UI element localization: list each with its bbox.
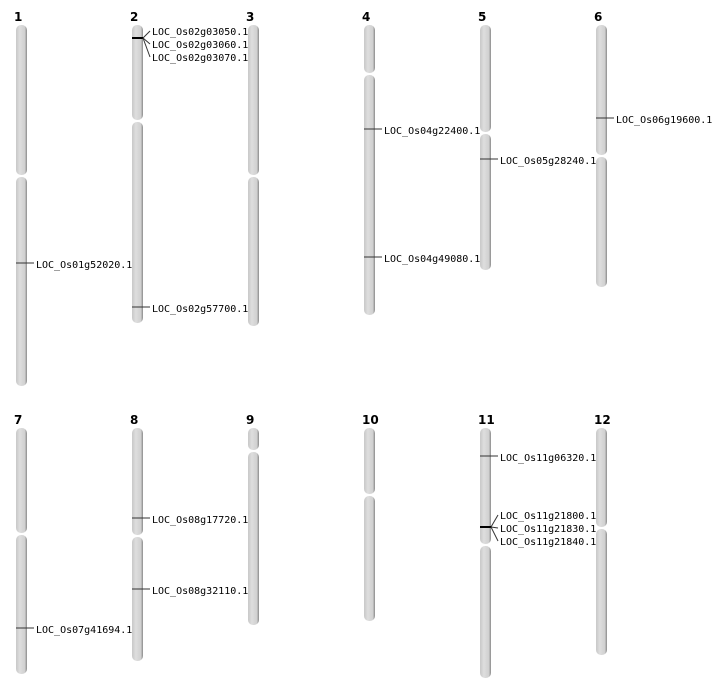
chromosome-arm-short — [480, 428, 491, 544]
chromosome-arm-long — [132, 122, 143, 323]
gene-label: LOC_Os02g57700.1 — [152, 304, 248, 315]
gene-label: LOC_Os02g03070.1 — [152, 53, 248, 64]
gene-label: LOC_Os08g17720.1 — [152, 515, 248, 526]
chromosome-arm-short — [364, 25, 375, 73]
chromosome-label: 7 — [14, 413, 22, 427]
chromosome-9: 9 — [246, 413, 259, 625]
gene-marker: LOC_Os08g32110.1 — [132, 586, 248, 597]
gene-marker: LOC_Os04g49080.1 — [364, 254, 480, 265]
gene-marker: LOC_Os02g03060.1 — [132, 37, 248, 51]
gene-label: LOC_Os04g22400.1 — [384, 126, 480, 137]
chromosome-arm-short — [16, 25, 27, 175]
chromosome-label: 4 — [362, 10, 370, 24]
chromosome-arm-long — [132, 537, 143, 661]
chromosome-label: 3 — [246, 10, 254, 24]
gene-label: LOC_Os04g49080.1 — [384, 254, 480, 265]
gene-label: LOC_Os11g06320.1 — [500, 453, 596, 464]
chromosome-arm-short — [16, 428, 27, 533]
chromosome-arm-long — [364, 75, 375, 315]
gene-label: LOC_Os02g03050.1 — [152, 27, 248, 38]
gene-marker: LOC_Os05g28240.1 — [480, 156, 596, 167]
chromosome-label: 10 — [362, 413, 379, 427]
chromosome-arm-long — [480, 546, 491, 678]
chromosome-arm-long — [596, 157, 607, 287]
chromosome-arm-long — [596, 529, 607, 655]
chromosome-label: 5 — [478, 10, 486, 24]
chromosome-11: 11LOC_Os11g06320.1LOC_Os11g21800.1LOC_Os… — [478, 413, 596, 678]
gene-marker: LOC_Os02g03050.1 — [132, 27, 248, 39]
chromosome-arm-short — [596, 428, 607, 527]
gene-marker: LOC_Os08g17720.1 — [132, 515, 248, 526]
gene-label: LOC_Os05g28240.1 — [500, 156, 596, 167]
chromosome-arm-short — [248, 428, 259, 450]
gene-marker: LOC_Os11g06320.1 — [480, 453, 596, 464]
gene-marker: LOC_Os11g21830.1 — [480, 524, 596, 535]
gene-marker: LOC_Os02g57700.1 — [132, 304, 248, 315]
gene-marker: LOC_Os11g21840.1 — [480, 526, 596, 548]
chromosome-label: 8 — [130, 413, 138, 427]
chromosome-12: 12 — [594, 413, 611, 655]
gene-label: LOC_Os01g52020.1 — [36, 260, 132, 271]
chromosome-2: 2LOC_Os02g03050.1LOC_Os02g03060.1LOC_Os0… — [130, 10, 248, 323]
chromosome-label: 2 — [130, 10, 138, 24]
gene-label: LOC_Os07g41694.1 — [36, 625, 132, 636]
gene-label: LOC_Os02g03060.1 — [152, 40, 248, 51]
chromosome-label: 6 — [594, 10, 602, 24]
gene-label: LOC_Os11g21800.1 — [500, 511, 596, 522]
chromosome-label: 1 — [14, 10, 22, 24]
chromosome-arm-long — [248, 452, 259, 625]
gene-marker: LOC_Os04g22400.1 — [364, 126, 480, 137]
chromosome-arm-long — [16, 177, 27, 386]
chromosome-arm-short — [132, 25, 143, 120]
gene-label: LOC_Os11g21830.1 — [500, 524, 596, 535]
chromosome-arm-short — [132, 428, 143, 535]
chromosome-arm-short — [480, 25, 491, 132]
chromosome-arm-long — [480, 134, 491, 270]
gene-marker: LOC_Os01g52020.1 — [16, 260, 132, 271]
chromosome-label: 9 — [246, 413, 254, 427]
chromosome-arm-long — [248, 177, 259, 326]
chromosome-3: 3 — [246, 10, 259, 326]
chromosome-label: 11 — [478, 413, 495, 427]
chromosome-arm-short — [248, 25, 259, 175]
gene-label: LOC_Os06g19600.1 — [616, 115, 712, 126]
gene-marker: LOC_Os06g19600.1 — [596, 115, 712, 126]
gene-label: LOC_Os11g21840.1 — [500, 537, 596, 548]
chromosome-arm-long — [16, 535, 27, 674]
chromosome-10: 10 — [362, 413, 379, 621]
chromosome-label: 12 — [594, 413, 611, 427]
gene-marker: LOC_Os02g03070.1 — [132, 37, 248, 64]
chromosome-arm-short — [596, 25, 607, 155]
chromosome-arm-short — [364, 428, 375, 494]
gene-label: LOC_Os08g32110.1 — [152, 586, 248, 597]
gene-marker: LOC_Os07g41694.1 — [16, 625, 132, 636]
chromosome-arm-long — [364, 496, 375, 621]
